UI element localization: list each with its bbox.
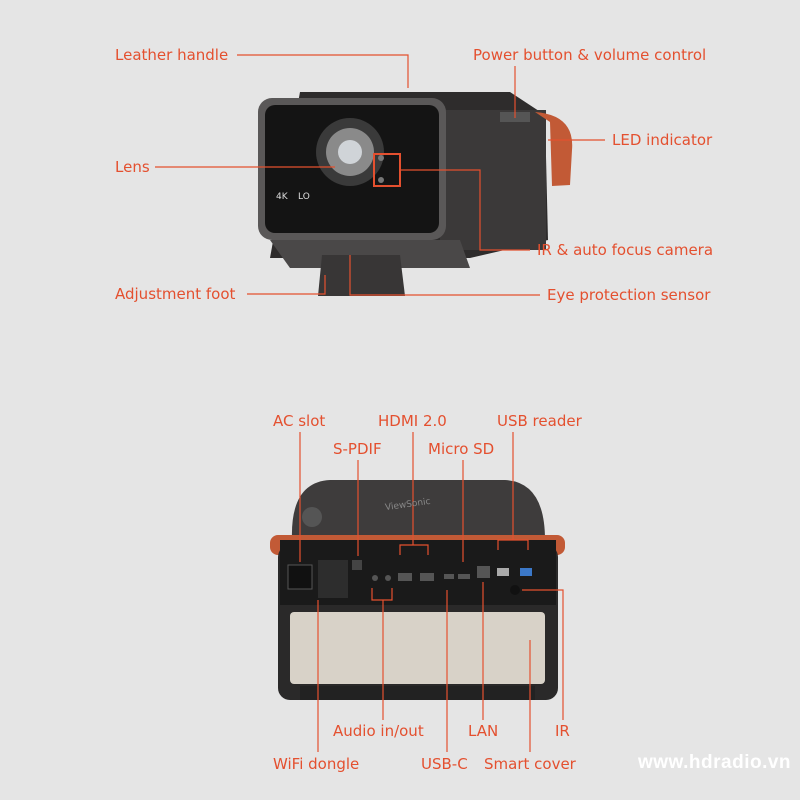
- label-lens: Lens: [115, 158, 150, 176]
- label-usb-c: USB-C: [421, 755, 468, 773]
- watermark: www.hdradio.vn: [638, 752, 792, 773]
- label-ir-camera: IR & auto focus camera: [537, 241, 714, 259]
- label-audio: Audio in/out: [333, 722, 424, 740]
- adjustment-foot: [318, 255, 405, 296]
- label-led-indicator: LED indicator: [612, 131, 713, 149]
- label-leather-handle: Leather handle: [115, 46, 229, 64]
- label-power-button: Power button & volume control: [473, 46, 707, 64]
- smart-cover: [290, 612, 545, 684]
- front-badge: 4K: [276, 192, 288, 202]
- label-hdmi: HDMI 2.0: [378, 412, 447, 430]
- label-smart-cover: Smart cover: [484, 755, 576, 773]
- label-ac-slot: AC slot: [273, 412, 326, 430]
- label-adjustment-foot: Adjustment foot: [115, 285, 236, 303]
- front-projector: [258, 92, 573, 296]
- leather-handle: [535, 112, 573, 186]
- label-spdif: S-PDIF: [333, 440, 382, 458]
- label-lan: LAN: [468, 722, 499, 740]
- label-ir: IR: [555, 722, 570, 740]
- label-wifi-dongle: WiFi dongle: [273, 755, 360, 773]
- rear-projector: [270, 480, 565, 700]
- leader-lines: [155, 54, 605, 752]
- front-badge-2: LO: [298, 192, 310, 202]
- label-micro-sd: Micro SD: [428, 440, 495, 458]
- label-eye-sensor: Eye protection sensor: [547, 286, 711, 304]
- label-usb-reader: USB reader: [497, 412, 582, 430]
